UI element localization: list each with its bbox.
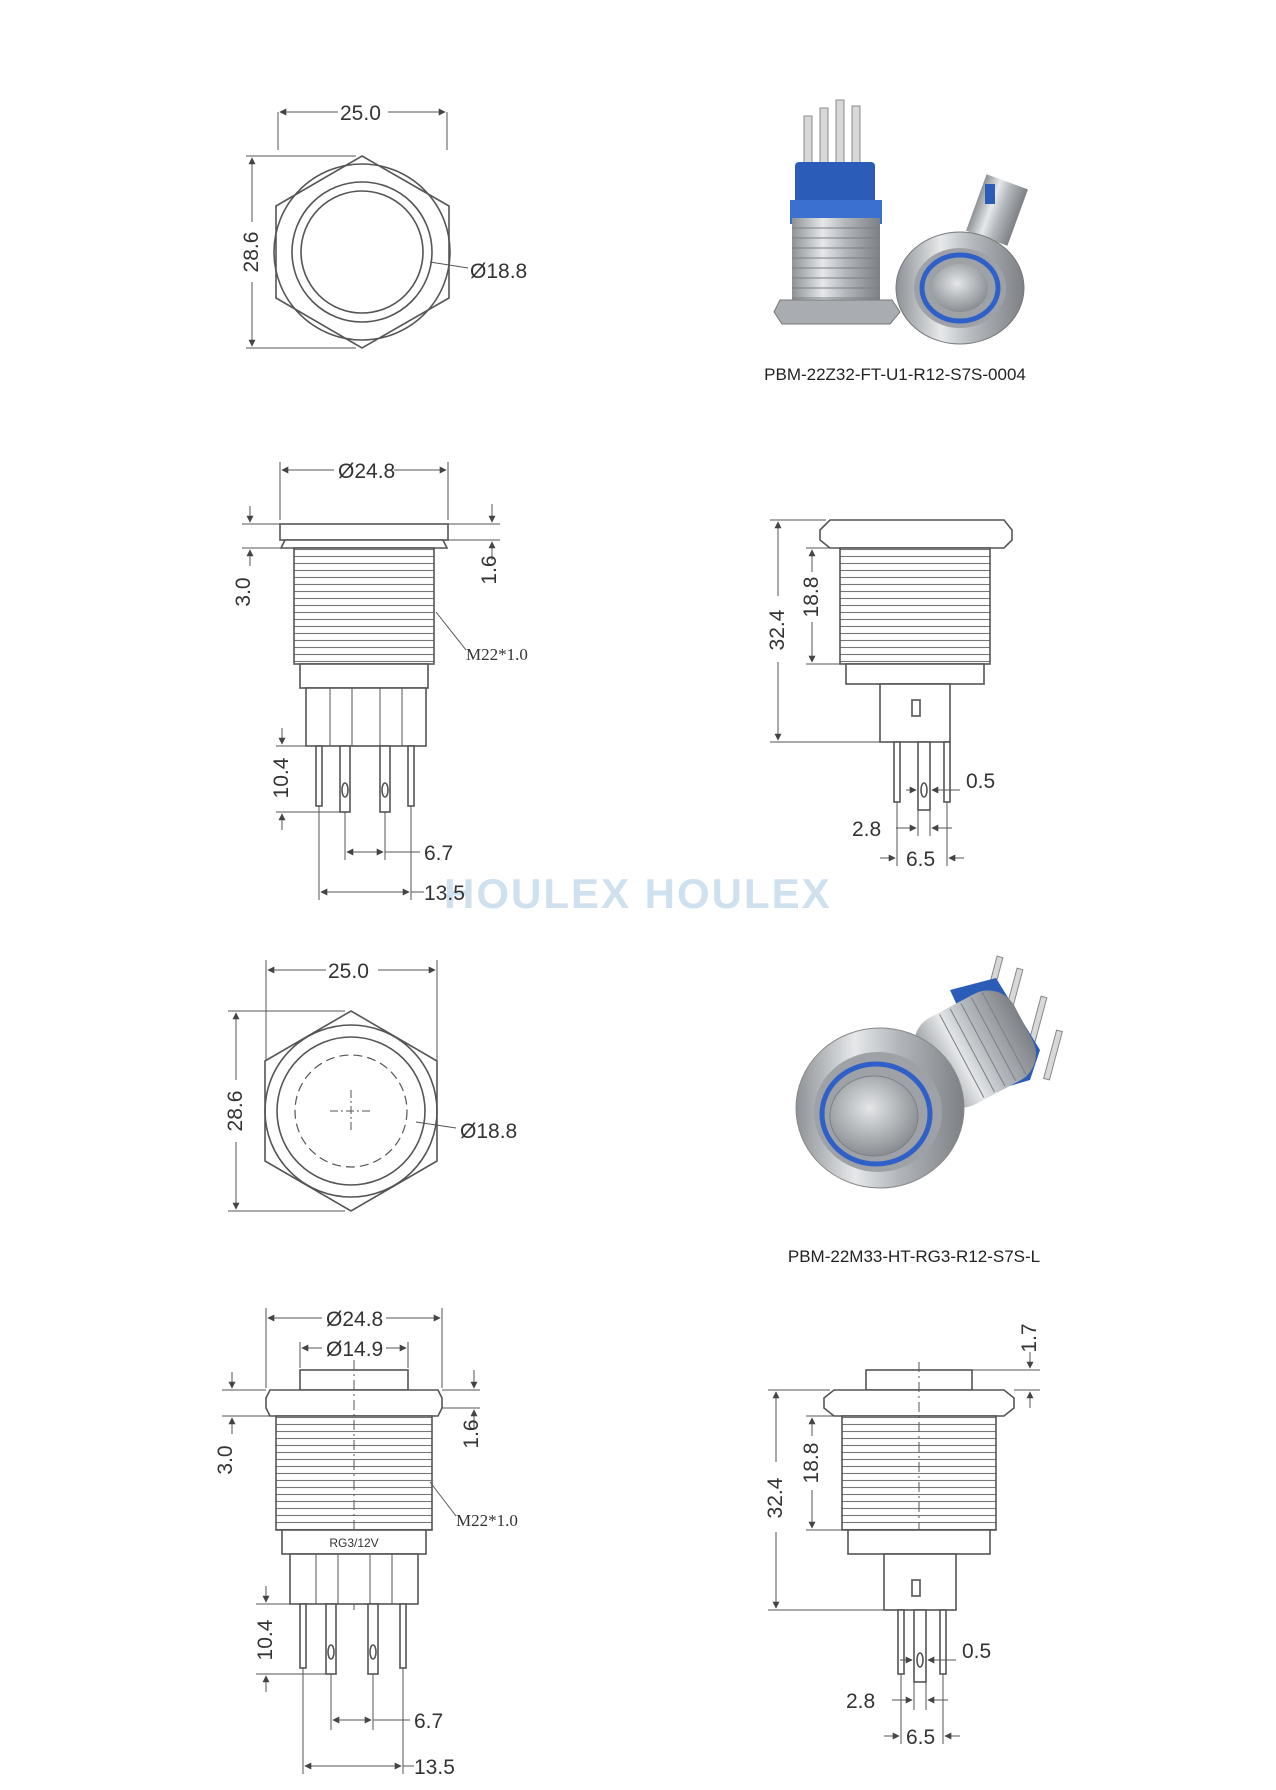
p1-model-number: PBM-22Z32-FT-U1-R12-S7S-0004 [764, 365, 1026, 384]
p2-side-cap-label: Ø14.9 [326, 1338, 383, 1361]
p1-profile-pin-thick-label: 0.5 [966, 770, 995, 793]
p1-profile-pin-pitch-label: 6.5 [906, 848, 935, 871]
p2-side-pin-span-label: 13.5 [414, 1756, 455, 1779]
p2-side-thread-label: M22*1.0 [456, 1511, 518, 1530]
p1-profile-body-label: 18.8 [800, 577, 823, 618]
p1-front-view [246, 108, 469, 349]
p2-profile-pin-width-label: 2.8 [846, 1690, 875, 1713]
p2-model-number: PBM-22M33-HT-RG3-R12-S7S-L [788, 1247, 1040, 1266]
p1-profile-pin-width-label: 2.8 [852, 818, 881, 841]
p2-front-diameter-label: Ø18.8 [460, 1120, 517, 1143]
p2-profile-body-label: 18.8 [800, 1443, 823, 1484]
p1-front-width-label: 25.0 [340, 102, 381, 125]
p1-side-nut-label: 3.0 [232, 577, 255, 606]
p2-side-view [222, 1308, 480, 1774]
p2-side-diameter-label: Ø24.8 [326, 1308, 383, 1331]
p2-profile-view [768, 1352, 1040, 1744]
p2-front-height-label: 28.6 [224, 1091, 247, 1132]
p1-side-pin-length-label: 10.4 [270, 757, 293, 798]
p2-profile-total-label: 32.4 [764, 1477, 787, 1518]
p2-product-photo [795, 955, 1063, 1189]
p2-side-pin-length-label: 10.4 [254, 1619, 277, 1660]
p1-side-pin-span-label: 13.5 [424, 882, 465, 905]
p1-side-pin-gap-label: 6.7 [424, 842, 453, 865]
p2-side-flange-label: 1.6 [460, 1419, 483, 1448]
p1-side-view [242, 462, 500, 900]
p2-side-pin-gap-label: 6.7 [414, 1710, 443, 1733]
p2-side-rating-label: RG3/12V [329, 1536, 378, 1550]
p2-profile-cap-label: 1.7 [1018, 1323, 1041, 1352]
p1-front-diameter-label: Ø18.8 [470, 260, 527, 283]
p1-side-diameter-label: Ø24.8 [338, 460, 395, 483]
p2-side-nut-label: 3.0 [214, 1445, 237, 1474]
p2-profile-pin-thick-label: 0.5 [962, 1640, 991, 1663]
p1-side-thread-label: M22*1.0 [466, 645, 528, 664]
p2-front-view [228, 960, 457, 1212]
p2-front-width-label: 25.0 [328, 960, 369, 983]
watermark-text: HOULEX HOULEX [444, 870, 832, 917]
p2-profile-pin-pitch-label: 6.5 [906, 1726, 935, 1749]
p1-product-photo [773, 99, 1028, 345]
p1-front-height-label: 28.6 [240, 232, 263, 273]
p1-side-flange-label: 1.6 [478, 555, 501, 584]
p1-profile-view [770, 519, 1013, 866]
p1-profile-total-label: 32.4 [766, 609, 789, 650]
